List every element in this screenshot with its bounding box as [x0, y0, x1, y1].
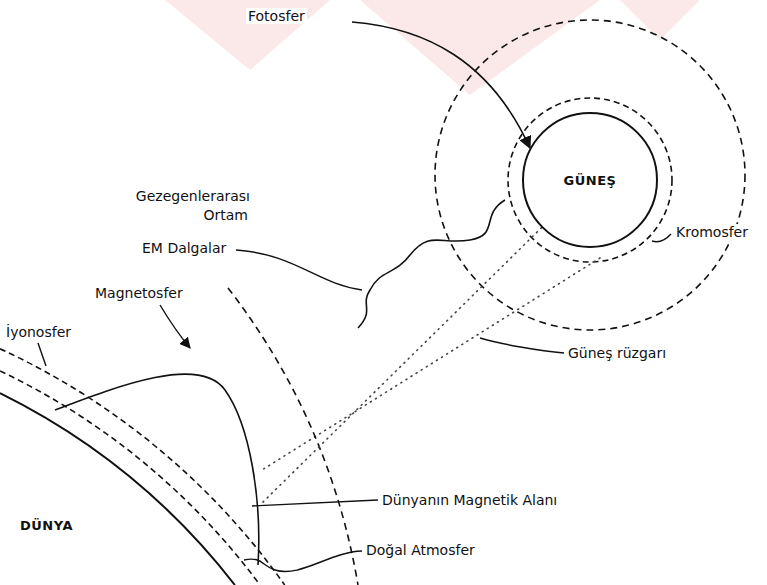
solar-wind-stream: [262, 228, 542, 503]
part-label: Güneş rüzgarı: [566, 345, 668, 361]
photosphere-outline: [523, 113, 657, 247]
part-label: Kromosfer: [674, 224, 750, 240]
part-label-box: Kromosfer: [674, 222, 750, 241]
part-label-box: Dünyanın Magnetik Alanı: [380, 490, 559, 509]
part-label: EM Dalgalar: [140, 240, 228, 256]
ionosphere-layer: [0, 349, 285, 585]
watermark-shape: [360, 0, 600, 95]
em-wave: [358, 200, 505, 328]
leader-line: [652, 234, 671, 242]
part-label-box: EM Dalgalar: [140, 238, 228, 257]
leader-line: [480, 338, 564, 353]
part-label-box: Gezegenlerarası Ortam: [108, 186, 250, 224]
part-label: Doğal Atmosfer: [364, 542, 477, 558]
part-label: Dünyanın Magnetik Alanı: [380, 492, 559, 508]
sun-name: GÜNEŞ: [564, 173, 617, 188]
earth-body: DÜNYA: [0, 380, 262, 585]
part-label: Magnetosfer: [93, 285, 185, 301]
part-label: Gezegenlerarası Ortam: [134, 188, 250, 223]
leader-line: [244, 551, 362, 572]
watermark-shape: [165, 0, 330, 70]
watermark-shape: [620, 0, 700, 40]
leader-arrow: [352, 22, 530, 148]
node-outline: [0, 380, 262, 585]
leader-line: [252, 500, 378, 506]
part-label-box: Güneş rüzgarı: [566, 343, 668, 362]
part-label-box: İyonosfer: [4, 322, 73, 341]
interplanetary-boundary: [435, 20, 745, 330]
earth-surface: [0, 393, 235, 585]
magnetic-field-line: [55, 374, 259, 565]
earth-name: DÜNYA: [20, 518, 73, 533]
part-label-box: Magnetosfer: [93, 283, 185, 302]
magnetosphere-boundary: [228, 288, 358, 585]
part-label: Fotosfer: [246, 8, 307, 24]
atmosphere-layer: [0, 371, 260, 585]
leader-arrow: [160, 305, 190, 348]
part-label: İyonosfer: [4, 324, 73, 340]
part-label-box: Doğal Atmosfer: [364, 540, 477, 559]
watermark: [165, 0, 700, 95]
solar-wind-stream: [262, 258, 600, 470]
leader-line: [38, 343, 46, 366]
sun-circle: GÜNEŞ: [522, 112, 658, 248]
leader-line: [236, 250, 362, 290]
part-label-box: Fotosfer: [246, 6, 307, 25]
